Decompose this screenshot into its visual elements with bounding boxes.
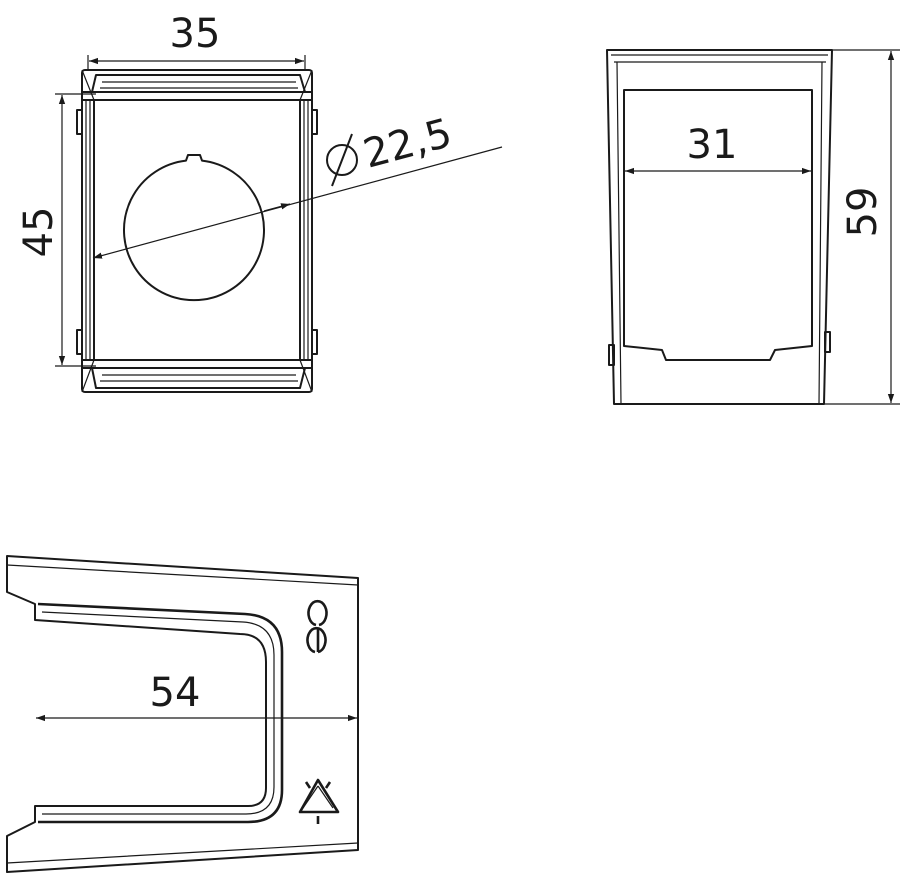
front-view — [76, 69, 318, 393]
front-hole — [123, 154, 265, 302]
front-inner-body — [93, 99, 301, 361]
front-height-label: 45 — [16, 207, 62, 258]
bottom-dimensions: 54 — [36, 670, 357, 722]
front-clip — [311, 329, 318, 355]
front-outer-frame — [81, 69, 313, 393]
diameter-icon — [326, 133, 358, 187]
bottom-length-label: 54 — [150, 670, 201, 716]
side-dimensions: 31 59 — [625, 49, 900, 405]
side-height-label: 59 — [840, 187, 886, 238]
hole-diameter-label: 22,5 — [359, 110, 457, 177]
side-clip — [824, 331, 831, 353]
front-bottom-flange — [91, 367, 306, 389]
bottom-view — [6, 555, 359, 873]
recycling-icon — [298, 778, 340, 824]
side-width-label: 31 — [687, 122, 738, 168]
bottom-slot — [37, 602, 284, 824]
side-view — [606, 49, 833, 405]
front-width-label: 35 — [170, 11, 221, 57]
bottom-outline — [6, 555, 359, 873]
ce-mark-icon — [306, 599, 328, 654]
front-clip — [311, 109, 318, 135]
front-dimensions: 35 45 22,5 — [16, 11, 503, 367]
side-clip — [608, 344, 615, 366]
front-clip — [76, 109, 83, 135]
front-clip — [76, 329, 83, 355]
side-outer — [606, 49, 833, 405]
side-window — [623, 89, 813, 361]
front-top-flange — [91, 74, 306, 93]
